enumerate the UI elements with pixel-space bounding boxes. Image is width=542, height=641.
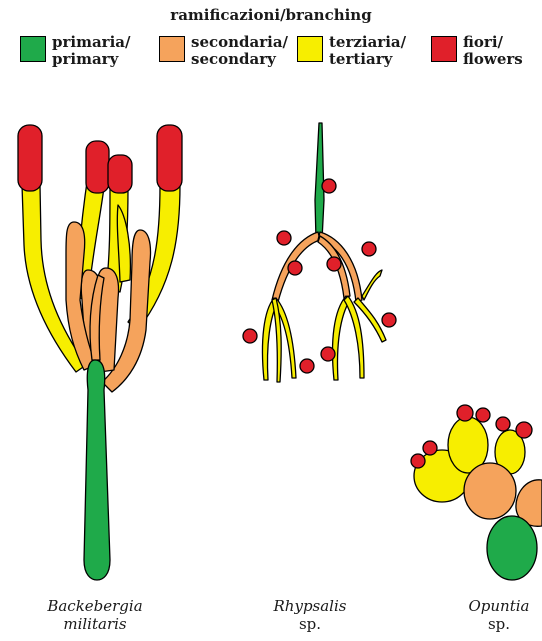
primary-trunk — [84, 360, 110, 580]
flower — [327, 257, 341, 271]
backebergia-drawing — [18, 125, 182, 580]
flower — [300, 359, 314, 373]
flower — [457, 405, 473, 421]
flower — [476, 408, 490, 422]
flower — [157, 125, 182, 191]
flower — [411, 454, 425, 468]
rhypsalis-drawing — [243, 123, 396, 382]
flower — [277, 231, 291, 245]
caption-species: sp. — [250, 615, 370, 633]
tertiary-branch — [362, 270, 382, 300]
primary-stem — [315, 123, 324, 240]
caption-backebergia: Backebergia militaris — [20, 597, 170, 633]
flower — [288, 261, 302, 275]
caption-species: militaris — [20, 615, 170, 633]
secondary-pad — [464, 463, 516, 519]
caption-rhypsalis: Rhypsalis sp. — [250, 597, 370, 633]
tertiary-branch — [117, 205, 130, 282]
flower — [423, 441, 437, 455]
caption-genus: Opuntia — [456, 597, 542, 615]
caption-genus: Rhypsalis — [250, 597, 370, 615]
flower — [108, 155, 132, 193]
flower — [243, 329, 257, 343]
flower — [321, 347, 335, 361]
flower — [382, 313, 396, 327]
flower — [496, 417, 510, 431]
flower — [86, 141, 109, 193]
flower — [516, 422, 532, 438]
flower — [322, 179, 336, 193]
caption-genus: Backebergia — [20, 597, 170, 615]
tertiary-branch — [333, 296, 351, 380]
flower — [362, 242, 376, 256]
flower — [18, 125, 42, 191]
opuntia-drawing — [411, 405, 542, 580]
caption-opuntia: Opuntia sp. — [456, 597, 542, 633]
primary-pad — [487, 516, 537, 580]
caption-species: sp. — [456, 615, 542, 633]
